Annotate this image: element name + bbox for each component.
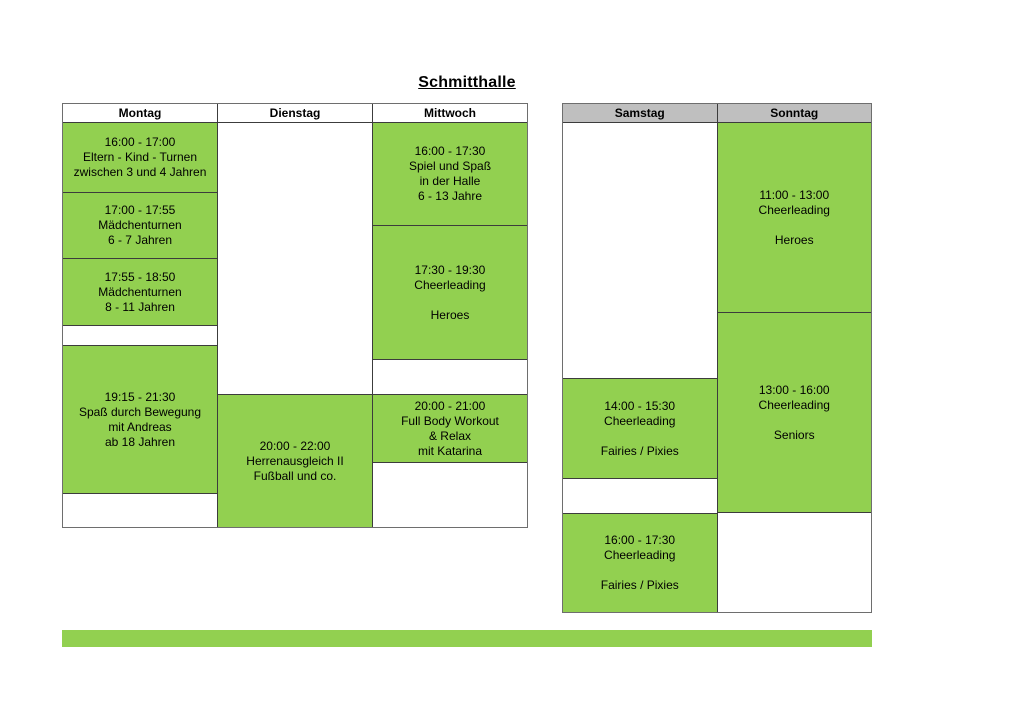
event-cell-mittwoch-2: 17:30 - 19:30 Cheerleading Heroes xyxy=(373,226,527,360)
event-cell-montag-4: 19:15 - 21:30 Spaß durch Bewegung mit An… xyxy=(63,346,217,494)
empty-cell-mittwoch-gap xyxy=(373,360,527,395)
weekday-header-row: Montag Dienstag Mittwoch xyxy=(63,104,527,123)
event-cell-montag-1: 16:00 - 17:00 Eltern - Kind - Turnen zwi… xyxy=(63,123,217,193)
weekend-columns: 14:00 - 15:30 Cheerleading Fairies / Pix… xyxy=(563,123,871,612)
weekend-schedule-table: Samstag Sonntag 14:00 - 15:30 Cheerleadi… xyxy=(562,103,872,613)
footer-accent-bar xyxy=(62,630,872,647)
weekday-schedule-table: Montag Dienstag Mittwoch 16:00 - 17:00 E… xyxy=(62,103,528,528)
header-dienstag: Dienstag xyxy=(218,104,373,122)
header-mittwoch: Mittwoch xyxy=(373,104,527,122)
weekend-header-row: Samstag Sonntag xyxy=(563,104,871,123)
page-title: Schmitthalle xyxy=(418,74,516,91)
event-cell-samstag-1: 14:00 - 15:30 Cheerleading Fairies / Pix… xyxy=(563,379,717,479)
empty-cell-dienstag-top xyxy=(218,123,372,395)
column-dienstag: 20:00 - 22:00 Herrenausgleich II Fußball… xyxy=(218,123,373,527)
event-cell-sonntag-1: 11:00 - 13:00 Cheerleading Heroes xyxy=(717,123,871,313)
column-sonntag: 11:00 - 13:00 Cheerleading Heroes 13:00 … xyxy=(717,123,871,612)
column-mittwoch: 16:00 - 17:30 Spiel und Spaß in der Hall… xyxy=(373,123,527,527)
event-cell-sonntag-2: 13:00 - 16:00 Cheerleading Seniors xyxy=(717,313,871,513)
event-cell-mittwoch-1: 16:00 - 17:30 Spiel und Spaß in der Hall… xyxy=(373,123,527,226)
header-montag: Montag xyxy=(63,104,218,122)
header-samstag: Samstag xyxy=(563,104,718,122)
column-samstag: 14:00 - 15:30 Cheerleading Fairies / Pix… xyxy=(563,123,718,612)
event-cell-samstag-2: 16:00 - 17:30 Cheerleading Fairies / Pix… xyxy=(563,514,717,612)
weekday-columns: 16:00 - 17:00 Eltern - Kind - Turnen zwi… xyxy=(63,123,527,527)
empty-cell-mittwoch-bottom xyxy=(373,463,527,527)
empty-cell-samstag-top xyxy=(563,123,717,379)
header-sonntag: Sonntag xyxy=(717,104,871,122)
empty-cell-montag-gap xyxy=(63,326,217,346)
event-cell-mittwoch-3: 20:00 - 21:00 Full Body Workout & Relax … xyxy=(373,395,527,463)
column-montag: 16:00 - 17:00 Eltern - Kind - Turnen zwi… xyxy=(63,123,218,527)
event-cell-dienstag-1: 20:00 - 22:00 Herrenausgleich II Fußball… xyxy=(218,395,372,527)
empty-cell-samstag-gap xyxy=(563,479,717,514)
event-cell-montag-2: 17:00 - 17:55 Mädchenturnen 6 - 7 Jahren xyxy=(63,193,217,259)
empty-cell-sonntag-bottom xyxy=(717,513,871,612)
empty-cell-montag-bottom xyxy=(63,494,217,527)
event-cell-montag-3: 17:55 - 18:50 Mädchenturnen 8 - 11 Jahre… xyxy=(63,259,217,326)
